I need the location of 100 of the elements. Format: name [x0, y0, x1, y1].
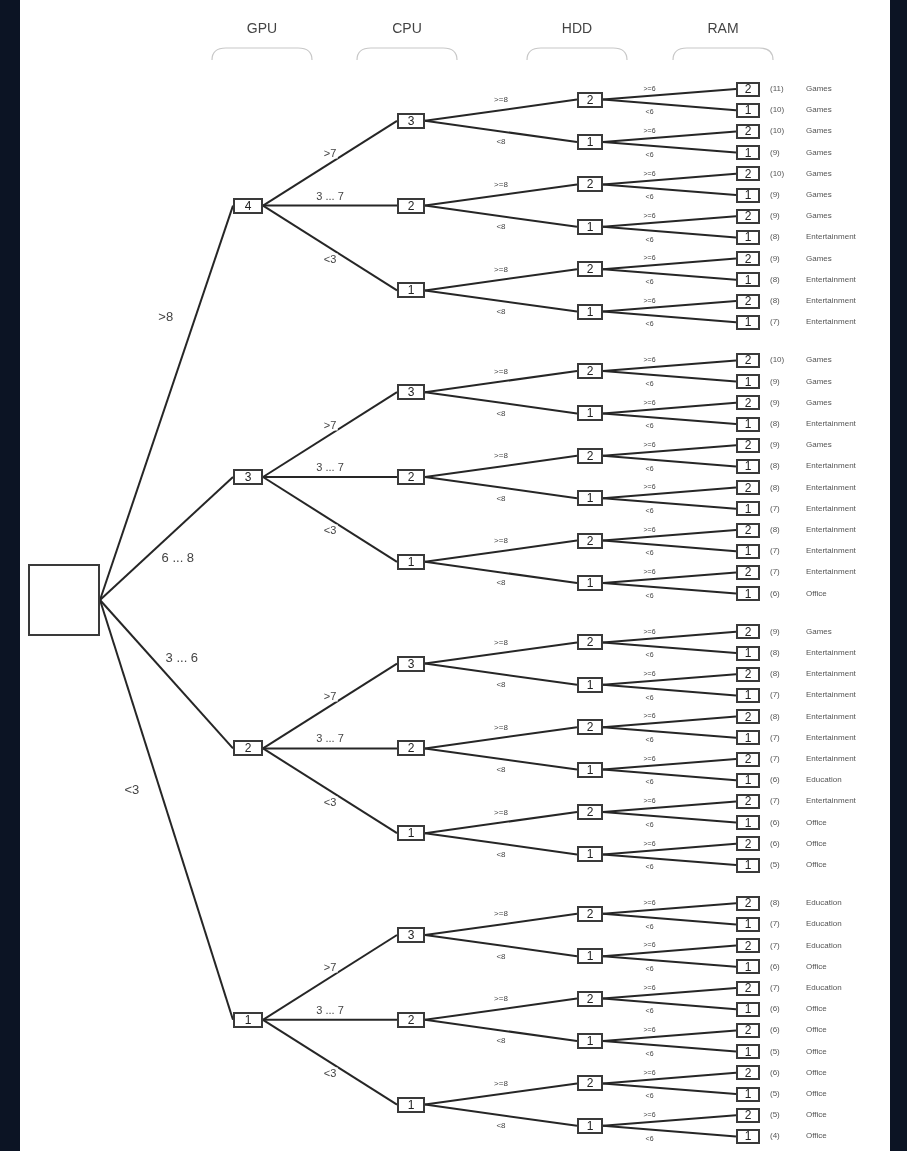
connector-line [602, 726, 737, 739]
score-label: (7) [770, 691, 780, 700]
edge-label: <8 [495, 308, 507, 316]
node-label: 2 [586, 1077, 594, 1090]
connector-line [262, 1018, 398, 1106]
edge-label: 3 ... 6 [164, 650, 200, 664]
edge-label: <8 [495, 850, 507, 859]
category-label: Entertainment [806, 712, 856, 721]
connector-line [424, 832, 578, 856]
score-box [397, 553, 425, 570]
category-label: Games [806, 148, 832, 157]
category-label: Office [806, 962, 827, 971]
score-label: (9) [770, 441, 780, 450]
connector-line [602, 141, 737, 154]
score-label: (9) [770, 627, 780, 636]
score-label: (9) [770, 191, 780, 199]
node-label: 1 [744, 545, 752, 558]
node-label: 2 [744, 897, 752, 910]
score-label: (5) [770, 1047, 780, 1056]
edge-label: <8 [495, 952, 507, 961]
score-label: (9) [770, 148, 780, 157]
category-label: Entertainment [806, 547, 856, 556]
score-box [577, 719, 603, 736]
node-label: 1 [586, 577, 594, 589]
node-label: 2 [744, 439, 752, 452]
score-box [736, 187, 760, 203]
connector-line [602, 641, 737, 654]
category-label: Games [806, 212, 832, 221]
node-label: 2 [586, 178, 594, 191]
score-box [736, 624, 760, 640]
category-label: Entertainment [806, 233, 856, 242]
score-box [577, 218, 603, 235]
category-label: Games [806, 627, 832, 636]
node-label: 1 [744, 816, 752, 829]
connector-line [602, 758, 737, 771]
column-heading: CPU [392, 20, 422, 36]
node-label: 2 [586, 365, 594, 377]
score-box [736, 666, 760, 682]
edge-label: 3 ... 7 [315, 732, 345, 744]
connector-line [262, 204, 398, 292]
score-label: (5) [770, 1111, 780, 1120]
score-box [577, 532, 603, 549]
node-label: 3 [407, 929, 415, 941]
connector-line [424, 1082, 578, 1106]
node-label: 2 [586, 534, 594, 547]
node-label: 1 [586, 950, 594, 963]
node-label: 2 [744, 210, 752, 223]
node-label: 1 [744, 146, 752, 159]
score-label: (7) [770, 797, 780, 806]
node-label: 2 [407, 471, 415, 483]
node-label: 1 [586, 136, 594, 148]
score-box [736, 857, 760, 873]
node-label: 1 [744, 460, 752, 473]
connector-line [602, 1124, 737, 1138]
connector-line [424, 747, 578, 771]
score-box [397, 112, 425, 129]
score-box [736, 374, 760, 390]
score-label: (9) [770, 398, 780, 407]
connector-line [262, 476, 398, 563]
category-label: Games [806, 85, 832, 93]
connector-line [602, 310, 737, 324]
node-label: 2 [586, 721, 594, 734]
connector-line [602, 582, 737, 595]
score-box [736, 959, 760, 975]
node-label: 1 [744, 502, 752, 515]
connector-line [262, 391, 398, 478]
score-box [577, 447, 603, 464]
connector-line [602, 401, 737, 415]
node-label: 1 [407, 827, 415, 840]
score-box [736, 709, 760, 725]
node-label: 2 [407, 1013, 415, 1026]
score-box [736, 437, 760, 453]
score-box [736, 208, 760, 224]
score-box [736, 229, 760, 245]
node-label: 1 [586, 305, 594, 318]
edge-label: <8 [495, 494, 507, 503]
category-label: Education [806, 776, 842, 785]
node-label: 1 [586, 678, 594, 691]
edge-label: >=8 [493, 723, 509, 732]
category-label: Games [806, 191, 832, 199]
node-label: 1 [744, 960, 752, 973]
score-box [577, 1075, 603, 1092]
node-label: 2 [744, 753, 752, 765]
connector-line [424, 289, 578, 313]
connector-line [602, 268, 737, 281]
score-label: (7) [770, 504, 780, 513]
connector-line [602, 1082, 737, 1095]
score-box [736, 1022, 760, 1038]
score-label: (11) [770, 85, 784, 93]
category-label: Office [806, 861, 827, 869]
score-label: (7) [770, 318, 780, 327]
score-box [736, 980, 760, 996]
node-label: 2 [586, 263, 594, 276]
connector-line [602, 529, 737, 542]
category-label: Games [806, 106, 832, 115]
edge-label: >=8 [493, 367, 509, 376]
column-heading: HDD [561, 20, 593, 36]
score-label: (8) [770, 526, 780, 534]
category-label: Office [806, 1111, 827, 1120]
connector-line [602, 88, 737, 101]
